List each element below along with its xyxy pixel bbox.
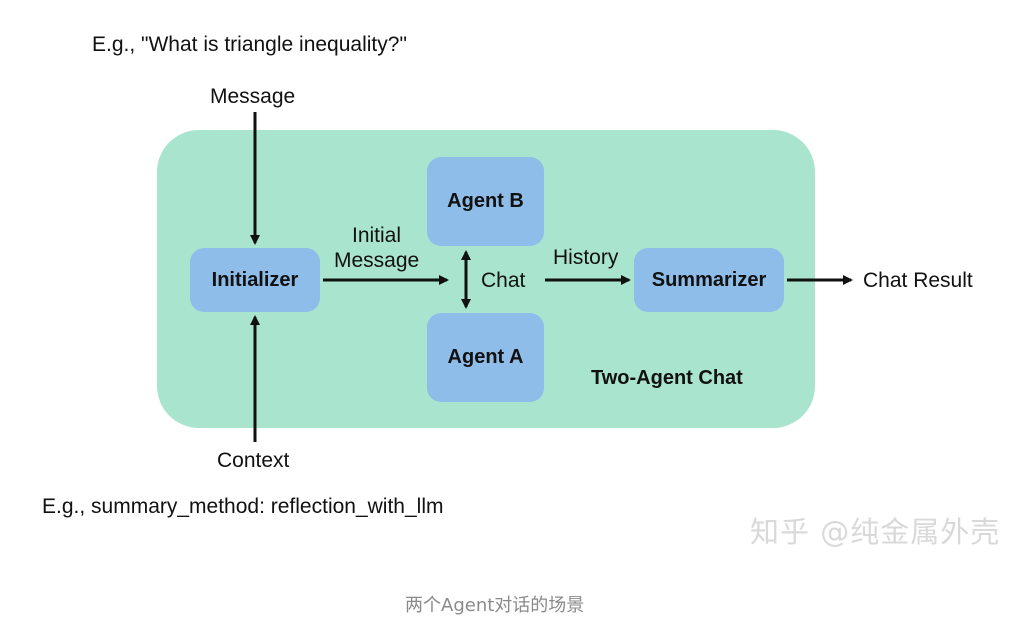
agent-b-node: Agent B	[427, 157, 544, 246]
chat-result-label: Chat Result	[863, 269, 973, 292]
message-label: Message	[210, 85, 296, 108]
initial-message-label-line2: Message	[334, 249, 420, 272]
summarizer-node: Summarizer	[634, 248, 784, 312]
top-example-text: E.g., "What is triangle inequality?"	[92, 33, 407, 56]
initializer-node: Initializer	[190, 248, 320, 312]
history-label: History	[553, 246, 619, 269]
bottom-example-text: E.g., summary_method: reflection_with_ll…	[42, 495, 444, 518]
container-label: Two-Agent Chat	[591, 367, 743, 389]
initial-message-label-line1: Initial	[352, 224, 402, 247]
context-label: Context	[217, 449, 290, 472]
chat-label: Chat	[481, 269, 526, 292]
watermark-text: 知乎 @纯金属外壳	[750, 515, 1001, 549]
agent-a-node: Agent A	[427, 313, 544, 402]
figure-caption: 两个Agent对话的场景	[405, 595, 585, 616]
